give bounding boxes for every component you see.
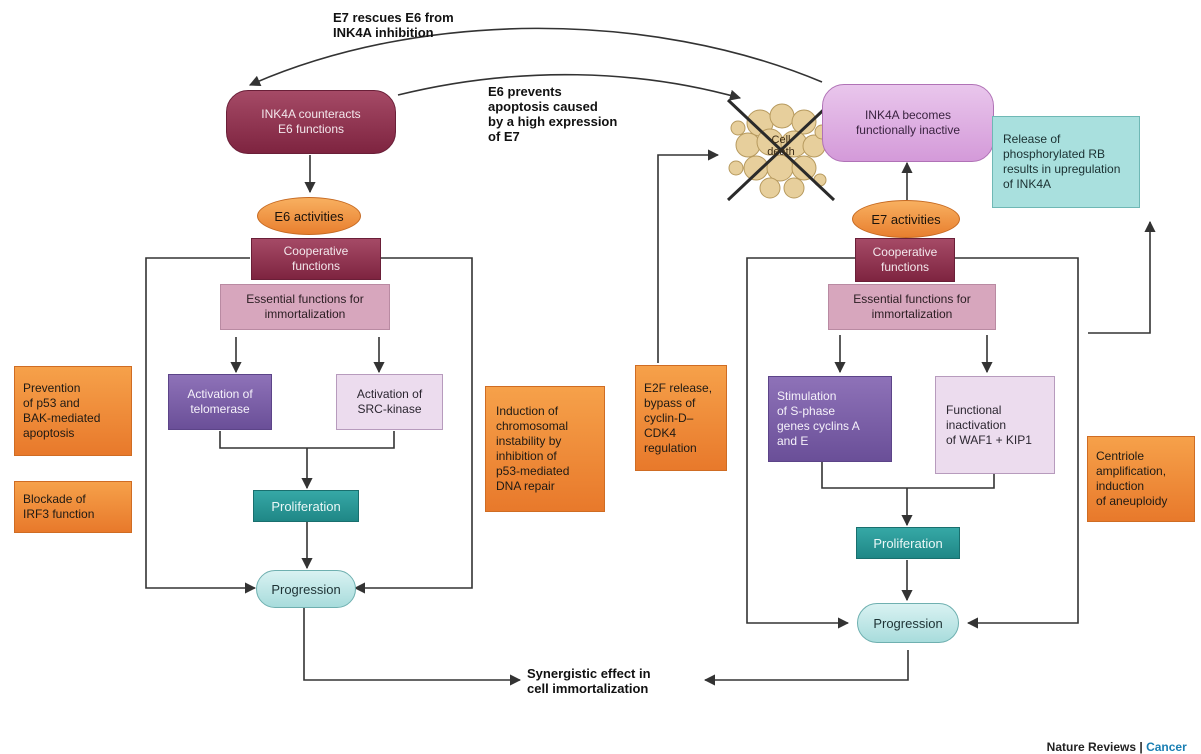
right-cooperative-box: Cooperative functions <box>855 238 955 282</box>
src-kinase-box: Activation of SRC-kinase <box>336 374 443 430</box>
ink4a-inactive-pill: INK4A becomes functionally inactive <box>822 84 994 162</box>
release-rb-box: Release of phosphorylated RB results in … <box>992 116 1140 208</box>
footer-journal: Nature Reviews | <box>1046 740 1147 754</box>
cell-death-cluster <box>726 98 836 202</box>
label-synergistic: Synergistic effect in cell immortalizati… <box>527 666 651 696</box>
cell-death-label: Cell death <box>767 134 795 158</box>
label-e7-rescues: E7 rescues E6 from INK4A inhibition <box>333 10 454 40</box>
left-proliferation-box: Proliferation <box>253 490 359 522</box>
right-progression-pill: Progression <box>857 603 959 643</box>
left-progression-pill: Progression <box>256 570 356 608</box>
side-prevention-box: Prevention of p53 and BAK-mediated apopt… <box>14 366 132 456</box>
footer-section: Cancer <box>1146 740 1187 754</box>
right-essential-box: Essential functions for immortalization <box>828 284 996 330</box>
e2f-release-box: E2F release, bypass of cyclin-D– CDK4 re… <box>635 365 727 471</box>
label-e6-prevents: E6 prevents apoptosis caused by a high e… <box>488 84 618 144</box>
right-proliferation-box: Proliferation <box>856 527 960 559</box>
e6-activities-ellipse: E6 activities <box>257 197 361 235</box>
left-cooperative-box: Cooperative functions <box>251 238 381 280</box>
left-essential-box: Essential functions for immortalization <box>220 284 390 330</box>
arrow-e6-prevents <box>397 73 742 101</box>
stimulation-box: Stimulation of S-phase genes cyclins A a… <box>768 376 892 462</box>
footer-credit: Nature Reviews | Cancer <box>1040 726 1187 754</box>
side-centriole-box: Centriole amplification, induction of an… <box>1087 436 1195 522</box>
arrow-e7-rescues <box>248 27 823 87</box>
e7-activities-ellipse: E7 activities <box>852 200 960 238</box>
functional-inactivation-box: Functional inactivation of WAF1 + KIP1 <box>935 376 1055 474</box>
side-induction-box: Induction of chromosomal instability by … <box>485 386 605 512</box>
telomerase-box: Activation of telomerase <box>168 374 272 430</box>
side-blockade-box: Blockade of IRF3 function <box>14 481 132 533</box>
ink4a-counteracts-box: INK4A counteracts E6 functions <box>226 90 396 154</box>
